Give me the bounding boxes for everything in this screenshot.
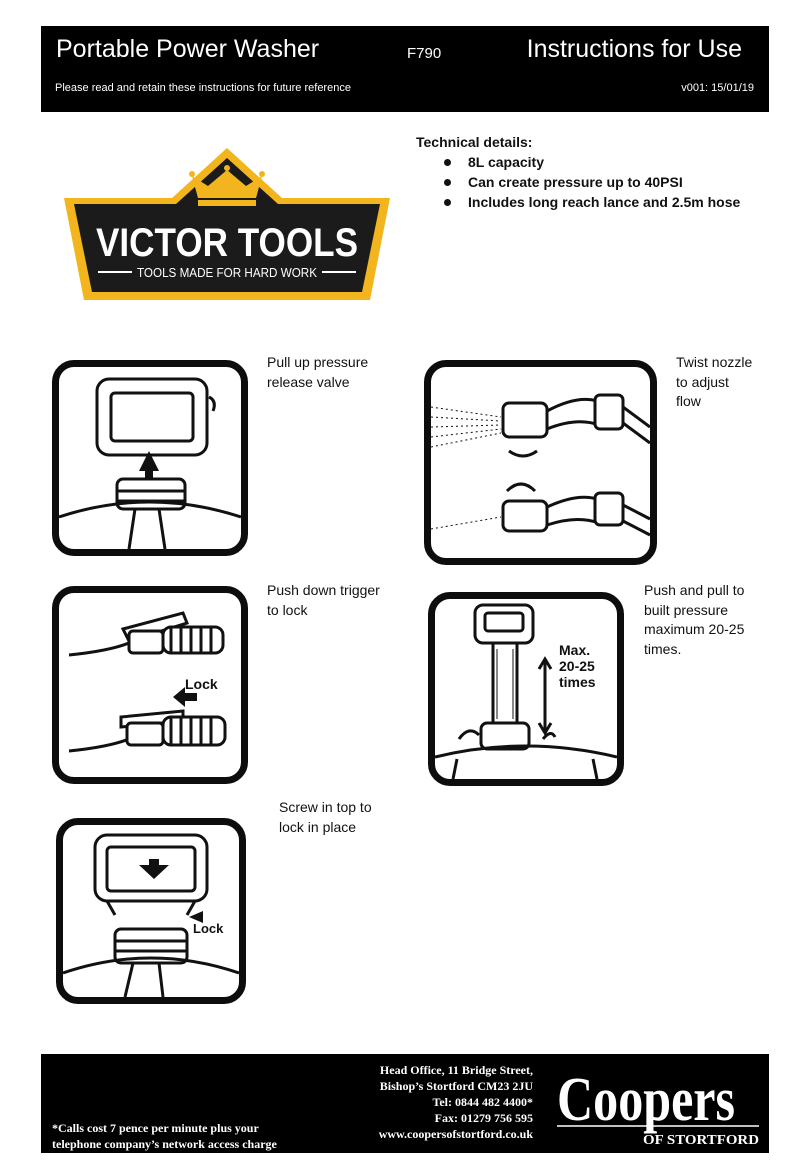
rotate-arrow-icon: [508, 449, 538, 458]
bullet-icon: [444, 199, 451, 206]
address-line: Bishop’s Stortford CM23 2JU: [379, 1079, 533, 1093]
logo-wordmark: VICTOR TOOLS: [96, 221, 358, 265]
max-label-line: Max.: [559, 642, 590, 658]
document-title: Portable Power Washer: [56, 35, 320, 63]
list-item: 8L capacity: [416, 154, 740, 170]
website-link[interactable]: www.coopersofstortford.co.uk: [378, 1127, 533, 1141]
caption-line: Pull up pressure: [267, 354, 369, 370]
screw-top-illustration: Lock: [56, 818, 246, 1004]
list-item-text: 8L capacity: [468, 154, 545, 170]
note-line: telephone company’s network access charg…: [52, 1137, 277, 1151]
max-label-line: 20-25: [559, 658, 595, 674]
caption-line: Push and pull to: [644, 582, 745, 598]
list-item: Can create pressure up to 40PSI: [416, 174, 740, 190]
caption-line: release valve: [267, 373, 350, 390]
caption-line: Push down trigger: [267, 582, 380, 598]
note-line: *Calls cost 7 pence per minute plus your: [52, 1121, 259, 1135]
caption-line: times.: [644, 640, 682, 657]
step-release-valve-text: Pull up pressure release valve: [267, 353, 368, 392]
arrow-down-icon: [139, 859, 169, 879]
bullet-icon: [444, 179, 451, 186]
logo-tagline: TOOLS MADE FOR HARD WORK: [137, 265, 317, 280]
trigger-illustration: Lock: [52, 586, 248, 784]
caption-line: built pressure: [644, 601, 729, 618]
arrow-left-icon: [189, 911, 203, 923]
brand-subtitle: OF STORTFORD: [643, 1133, 759, 1148]
instructions-heading: Instructions for Use: [526, 35, 742, 63]
lock-label: Lock: [185, 676, 218, 692]
caption-line: flow: [676, 393, 701, 409]
arrow-down-icon: [173, 687, 197, 707]
list-item-text: Includes long reach lance and 2.5m hose: [468, 194, 741, 210]
victor-tools-logo: VICTOR TOOLS TOOLS MADE FOR HARD WORK: [64, 148, 390, 300]
logo-badge: [74, 158, 380, 292]
call-cost-note: *Calls cost 7 pence per minute plus your…: [52, 1120, 277, 1152]
version-label: v001: 15/01/19: [681, 82, 754, 94]
list-item: Includes long reach lance and 2.5m hose: [416, 194, 740, 210]
technical-details: Technical details: 8L capacity Can creat…: [416, 134, 740, 214]
page-header: Portable Power Washer F790 Instructions …: [41, 26, 769, 112]
address-line: Head Office, 11 Bridge Street,: [379, 1063, 533, 1077]
caption-line: Screw in top to: [279, 799, 372, 815]
crown-icon: [189, 165, 265, 206]
rotate-arrow-icon: [505, 482, 537, 493]
brand-wordmark: Coopers: [557, 1066, 735, 1134]
step-trigger-text: Push down trigger to lock: [267, 581, 380, 620]
caption-line: maximum 20-25: [644, 621, 745, 637]
retain-note: Please read and retain these instruction…: [55, 82, 351, 94]
step-screw-top-text: Screw in top to lock in place: [279, 798, 372, 837]
nozzle-illustration: [424, 360, 657, 565]
arrow-up-icon: [139, 451, 159, 471]
caption-line: Twist nozzle: [676, 354, 753, 370]
technical-list: 8L capacity Can create pressure up to 40…: [416, 154, 740, 210]
lock-label: Lock: [193, 921, 224, 936]
caption-line: lock in place: [279, 818, 357, 835]
list-item-text: Can create pressure up to 40PSI: [468, 174, 683, 190]
phone-number: Tel: 0844 482 4400*: [432, 1095, 533, 1109]
max-label-line: times: [559, 674, 596, 690]
company-address: Head Office, 11 Bridge Street, Bishop’s …: [379, 1062, 533, 1142]
bullet-icon: [444, 159, 451, 166]
product-code: F790: [407, 45, 442, 62]
up-down-arrow-icon: [537, 656, 553, 736]
fax-number: Fax: 01279 756 595: [434, 1111, 533, 1125]
pump-illustration: Max. 20-25 times: [428, 592, 624, 786]
caption-line: to adjust: [676, 373, 729, 390]
step-nozzle-text: Twist nozzle to adjust flow: [676, 353, 752, 412]
technical-details-title: Technical details:: [416, 134, 533, 150]
release-valve-illustration: [52, 360, 248, 556]
caption-line: to lock: [267, 601, 308, 618]
coopers-logo: Coopers OF STORTFORD: [557, 1066, 759, 1148]
page-footer: Head Office, 11 Bridge Street, Bishop’s …: [41, 1054, 769, 1153]
step-pump-text: Push and pull to built pressure maximum …: [644, 581, 744, 659]
